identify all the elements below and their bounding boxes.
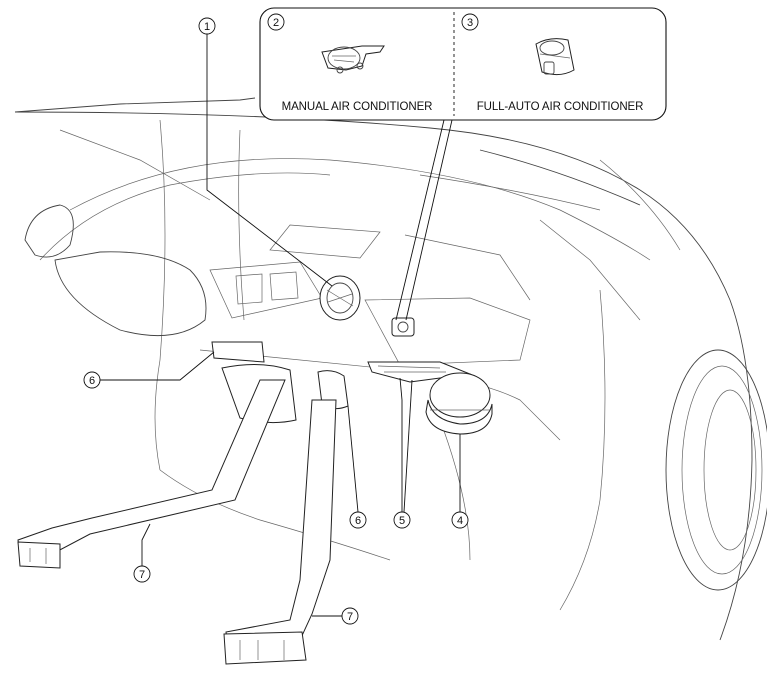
- part-4-blower: [425, 372, 493, 435]
- callout-1: 1: [198, 17, 216, 35]
- callout-6-right-label: 6: [355, 515, 361, 527]
- callout-1-label: 1: [204, 21, 210, 33]
- part-7-right-rear-duct: [223, 399, 337, 665]
- callout-7-right: 7: [341, 607, 359, 625]
- manual-ac-unit-drawing: [321, 45, 385, 74]
- callout-4-label: 4: [457, 515, 463, 527]
- callout-7-left-label: 7: [139, 569, 145, 581]
- callout-4: 4: [451, 511, 469, 529]
- callout-5: 5: [393, 511, 411, 529]
- callout-2: 2: [267, 13, 285, 31]
- part-control-unit: [391, 317, 415, 337]
- callout-7-left: 7: [133, 565, 151, 583]
- part-7-left-rear-duct: [17, 379, 286, 569]
- callout-2-label: 2: [273, 17, 279, 29]
- callout-6-left-label: 6: [89, 375, 95, 387]
- callout-3-label: 3: [467, 17, 473, 29]
- front-wheel: [665, 349, 767, 591]
- part-1-vent-dial: [319, 275, 361, 321]
- callout-6-right: 6: [349, 511, 367, 529]
- full-auto-ac-caption: FULL-AUTO AIR CONDITIONER: [477, 101, 644, 113]
- callout-7-right-label: 7: [347, 611, 353, 623]
- callout-6-left: 6: [83, 371, 101, 389]
- manual-ac-caption: MANUAL AIR CONDITIONER: [282, 101, 433, 113]
- leader-lines: [100, 34, 461, 617]
- callout-3: 3: [461, 13, 479, 31]
- callout-5-label: 5: [399, 515, 405, 527]
- inset-panel: 2 3 MANUAL AIR CONDITIONER FULL-AUTO AIR…: [259, 7, 667, 121]
- full-auto-ac-unit-drawing: [535, 38, 575, 76]
